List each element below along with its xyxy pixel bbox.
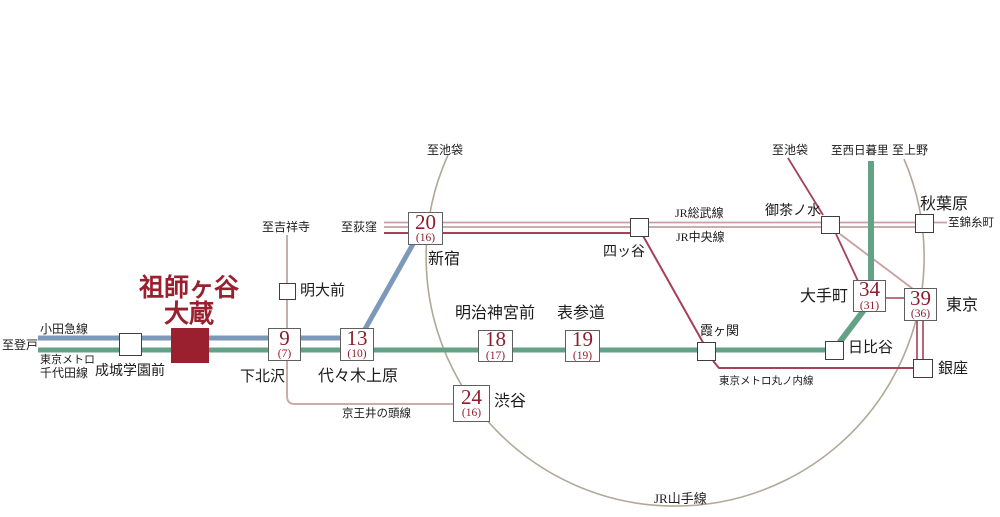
station-square-yotsuya (630, 218, 649, 237)
edge-label-to-ogikubo: 至荻窪 (341, 220, 378, 234)
marunouchi-line-south (641, 233, 914, 369)
jr-chuo-diagonal (839, 233, 914, 290)
line-label-chiyoda: 千代田線 (40, 366, 89, 380)
station-label-akihabara: 秋葉原 (920, 196, 969, 213)
minutes-value: 9 (279, 325, 290, 350)
edge-label-to-ikebukuro-east: 至池袋 (772, 143, 809, 157)
highlight-station-title: 祖師ヶ谷 大蔵 (129, 276, 249, 328)
edge-label-to-kichijoji: 至吉祥寺 (262, 220, 311, 234)
station-label-shibuya: 渋谷 (494, 393, 527, 410)
highlight-station-marker (171, 328, 209, 363)
edge-label-to-nishi-nippori: 至西日暮里 (831, 145, 889, 157)
station-square-meidaimae (279, 283, 296, 300)
edge-label-to-ikebukuro-west: 至池袋 (427, 143, 464, 157)
line-label-jr-yamanote: JR山手線 (654, 491, 707, 506)
chiyoda-hibiya-otemachi (833, 308, 867, 349)
station-square-ginza (913, 359, 933, 378)
minutes-paren: (16) (415, 232, 436, 245)
station-label-ochanomizu: 御茶ノ水 (765, 204, 821, 219)
station-box-shinjuku: 20 (16) (408, 209, 443, 245)
minutes-value: 13 (346, 325, 368, 350)
minutes-value: 24 (461, 384, 482, 409)
station-square-hibiya (825, 341, 844, 360)
station-label-hibiya: 日比谷 (848, 340, 894, 356)
station-box-meijijingumae: 18 (17) (478, 327, 513, 362)
minutes-paren: (31) (859, 299, 880, 312)
station-box-omotesando: 19 (19) (565, 327, 600, 362)
station-square-akihabara (915, 214, 934, 233)
line-label-tokyo-metro: 東京メトロ (40, 354, 95, 366)
edge-label-to-kinshicho: 至錦糸町 (948, 217, 994, 229)
station-box-otemachi: 34 (31) (853, 277, 886, 312)
minutes-paren: (17) (485, 349, 506, 362)
station-label-omotesando: 表参道 (557, 305, 606, 322)
minutes-value: 19 (572, 327, 593, 351)
minutes-paren: (16) (461, 407, 482, 420)
station-label-ginza: 銀座 (938, 361, 969, 377)
edge-label-to-noborito: 至登戸 (2, 338, 39, 352)
highlight-station-name-line2: 大蔵 (163, 301, 214, 328)
station-label-tokyo: 東京 (946, 297, 979, 314)
station-box-tokyo: 39 (36) (904, 285, 937, 321)
edge-label-to-ueno: 至上野 (892, 143, 929, 157)
station-square-kasumigaseki (697, 342, 716, 361)
station-label-yoyogiuehara: 代々木上原 (318, 368, 399, 385)
station-label-seijogakuenmae: 成城学園前 (95, 364, 165, 379)
station-square-ochanomizu (821, 216, 840, 234)
highlight-station-name-line1: 祖師ヶ谷 (138, 275, 239, 302)
minutes-paren: (36) (910, 308, 931, 321)
marunouchi-otemachi-ochanomizu (835, 233, 859, 282)
keio-inokashira-line (286, 235, 454, 405)
line-label-keio-inokashira: 京王井の頭線 (342, 408, 411, 420)
station-box-shimokitazawa: 9 (7) (268, 325, 301, 361)
minutes-value: 34 (859, 277, 880, 301)
minutes-paren: (10) (347, 348, 367, 361)
station-box-yoyogiuehara: 13 (10) (340, 325, 374, 361)
station-square-seijogakuenmae (119, 333, 142, 356)
station-label-meijijingumae: 明治神宮前 (455, 305, 536, 322)
station-label-yotsuya: 四ッ谷 (603, 245, 645, 260)
minutes-value: 18 (485, 327, 506, 351)
line-label-marunouchi: 東京メトロ丸ノ内線 (719, 376, 814, 387)
minutes-paren: (19) (572, 349, 593, 362)
line-label-jr-chuo: JR中央線 (676, 230, 725, 244)
marunouchi-ochanomizu-ikebukuro (787, 157, 824, 216)
minutes-value: 20 (415, 209, 436, 234)
station-label-shinjuku: 新宿 (428, 251, 461, 268)
minutes-value: 39 (910, 285, 931, 310)
line-label-odakyu: 小田急線 (40, 322, 89, 336)
line-label-jr-sobu: JR総武線 (675, 206, 724, 220)
station-label-otemachi: 大手町 (800, 288, 849, 305)
station-label-kasumigaseki: 霞ヶ関 (700, 323, 740, 338)
station-label-shimokitazawa: 下北沢 (240, 369, 286, 385)
station-label-meidaimae: 明大前 (300, 283, 346, 299)
minutes-paren: (7) (277, 348, 292, 361)
station-box-shibuya: 24 (16) (453, 385, 490, 422)
